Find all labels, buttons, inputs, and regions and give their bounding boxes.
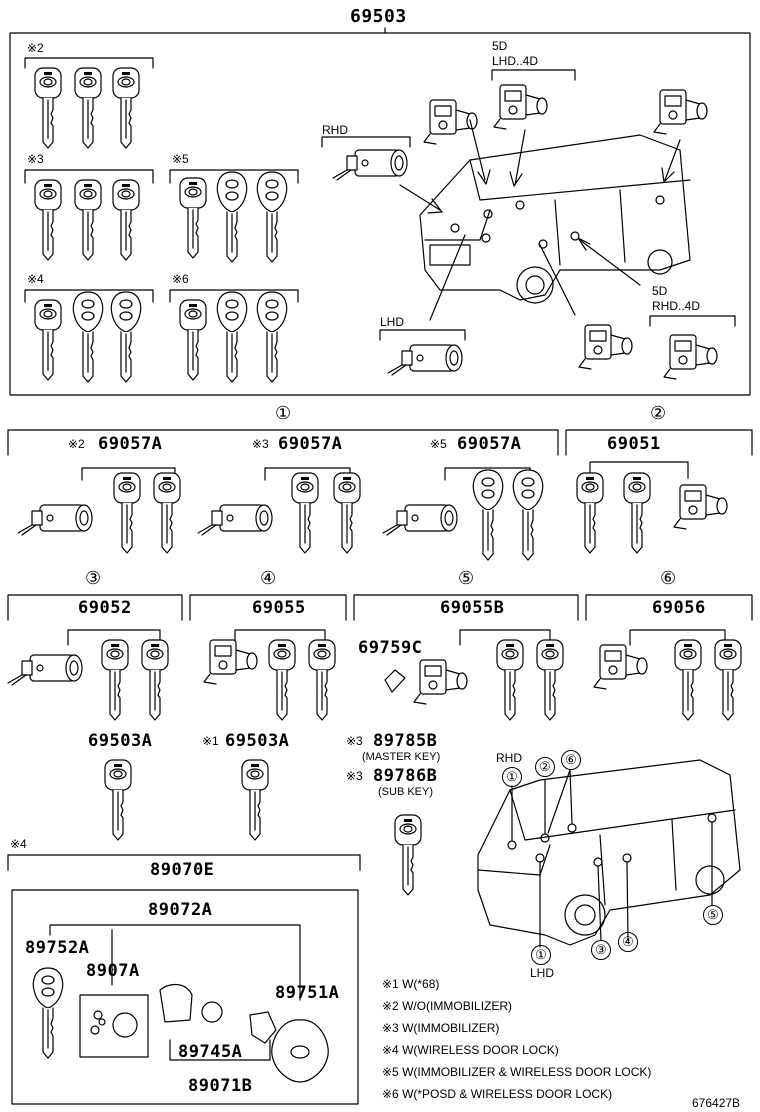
- label-rhd-top: RHD: [322, 123, 348, 137]
- part-69503A[interactable]: 69503A: [88, 731, 153, 751]
- part-89071B[interactable]: 89071B: [188, 1076, 253, 1096]
- part-89751A[interactable]: 89751A: [275, 983, 340, 1003]
- part-69056[interactable]: 69056: [652, 598, 706, 618]
- label-lhd-4d: LHD..4D: [492, 54, 539, 68]
- note-2: ※2 W/O(IMMOBILIZER): [382, 999, 513, 1013]
- part-89070E[interactable]: 89070E: [150, 860, 215, 880]
- master-mark: ※3: [346, 734, 363, 748]
- wireless-inner-frame: [11, 889, 359, 1105]
- note-4: ※4 W(WIRELESS DOOR LOCK): [382, 1043, 559, 1057]
- locator-circle-5: ⑤: [703, 905, 723, 925]
- item-mark-2: ※2: [68, 437, 85, 451]
- part-69052[interactable]: 69052: [78, 598, 132, 618]
- group-mark-3: ※3: [27, 152, 44, 166]
- section-number-3: ③: [85, 568, 102, 589]
- section-number-6: ⑥: [660, 568, 677, 589]
- top-van-drawing: [419, 134, 691, 304]
- group-mark-2: ※2: [27, 41, 44, 55]
- top-panel-frame: [9, 32, 751, 396]
- label-5d-a: 5D: [492, 39, 508, 53]
- locator-rhd: RHD: [496, 751, 522, 765]
- note-3: ※3 W(IMMOBILIZER): [382, 1021, 500, 1035]
- locator-circle-6: ⑥: [561, 750, 581, 770]
- group-mark-5: ※5: [172, 152, 189, 166]
- part-89785B[interactable]: 89785B: [373, 731, 438, 751]
- part-89752A[interactable]: 89752A: [25, 938, 90, 958]
- group-mark-6: ※6: [172, 272, 189, 286]
- locator-lhd: LHD: [530, 966, 555, 980]
- item-mark-3: ※3: [252, 437, 269, 451]
- master-key-label: (MASTER KEY): [362, 751, 441, 763]
- sub-key-label: (SUB KEY): [378, 786, 434, 798]
- key-mark-1: ※1: [202, 734, 219, 748]
- locator-circle-2: ②: [535, 757, 555, 777]
- wireless-mark: ※4: [10, 837, 27, 851]
- note-5: ※5 W(IMMOBILIZER & WIRELESS DOOR LOCK): [382, 1065, 652, 1079]
- part-89786B[interactable]: 89786B: [373, 766, 438, 786]
- part-69759C[interactable]: 69759C: [358, 638, 423, 658]
- locator-circle-1-top: ①: [502, 767, 522, 787]
- item-mark-5: ※5: [430, 437, 447, 451]
- locator-circle-3: ③: [591, 940, 611, 960]
- part-69057A-c[interactable]: 69057A: [457, 434, 522, 454]
- locator-circle-4: ④: [618, 932, 638, 952]
- figure-id: 676427B: [692, 1096, 741, 1110]
- part-69055[interactable]: 69055: [252, 598, 306, 618]
- section-number-5: ⑤: [458, 568, 475, 589]
- section-number-1: ①: [275, 403, 292, 424]
- part-8907A[interactable]: 8907A: [86, 961, 140, 981]
- label-rhd-4d: RHD..4D: [652, 299, 701, 313]
- part-69057A-b[interactable]: 69057A: [278, 434, 343, 454]
- header-part-number[interactable]: 69503: [350, 6, 407, 27]
- locator-circle-1-bottom: ①: [531, 945, 551, 965]
- part-69503A-68[interactable]: 69503A: [225, 731, 290, 751]
- subkey-mark: ※3: [346, 769, 363, 783]
- note-1: ※1 W(*68): [382, 977, 440, 991]
- label-lhd-top: LHD: [380, 315, 405, 329]
- part-89072A[interactable]: 89072A: [148, 900, 213, 920]
- section-number-4: ④: [260, 568, 277, 589]
- locator-van-drawing: [477, 759, 741, 946]
- group-mark-4: ※4: [27, 272, 44, 286]
- part-69055B[interactable]: 69055B: [440, 598, 505, 618]
- part-89745A[interactable]: 89745A: [178, 1042, 243, 1062]
- part-69051[interactable]: 69051: [607, 434, 661, 454]
- part-69057A-a[interactable]: 69057A: [98, 434, 163, 454]
- note-6: ※6 W(*POSD & WIRELESS DOOR LOCK): [382, 1087, 613, 1101]
- section-number-2: ②: [650, 403, 667, 424]
- label-5d-b: 5D: [652, 284, 668, 298]
